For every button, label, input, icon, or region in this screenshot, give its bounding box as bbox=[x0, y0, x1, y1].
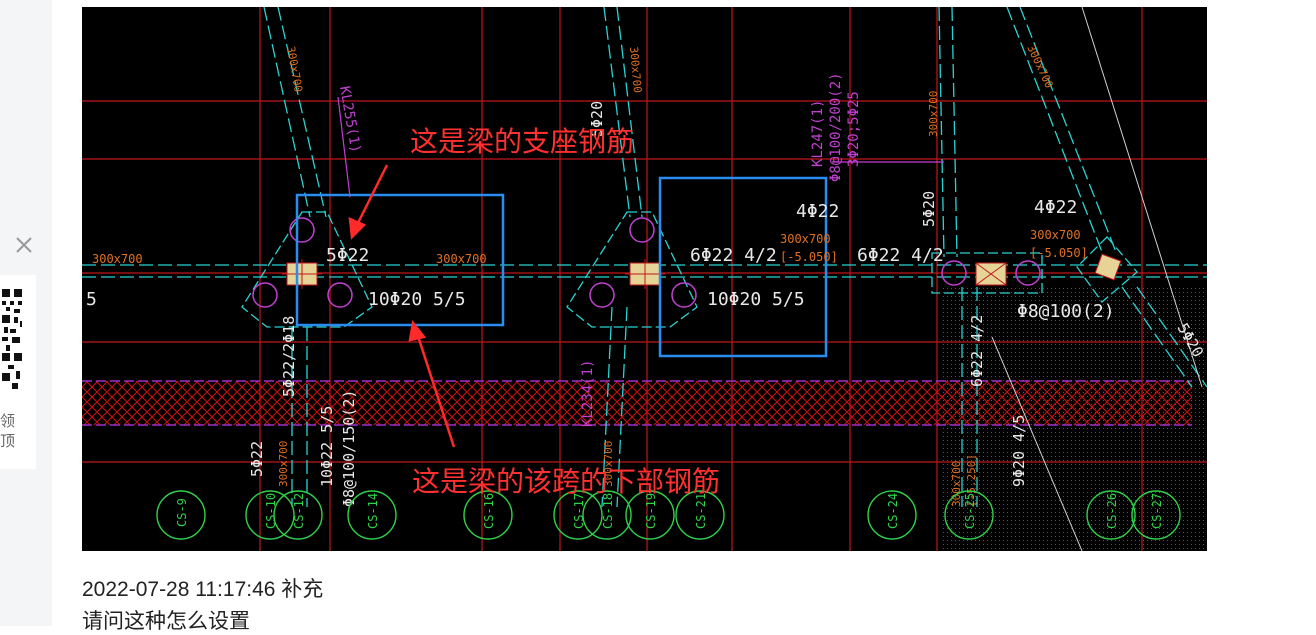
pile-label: CS-9 bbox=[175, 498, 189, 527]
pile-label: CS-26 bbox=[1105, 493, 1119, 529]
beam-label: 300x700 bbox=[436, 252, 487, 266]
vert-label: 300x700 bbox=[602, 441, 615, 487]
bar-label-stirrup-right: Φ8@100(2) bbox=[1017, 301, 1115, 322]
kl-label: KL234(1) bbox=[580, 360, 596, 427]
vert-label: 5Φ22/2Φ18 bbox=[280, 316, 298, 397]
vert-label: 5Φ20 bbox=[920, 191, 938, 227]
pile-label: CS-21 bbox=[694, 493, 708, 529]
pile-label: CS-24 bbox=[886, 493, 900, 529]
kl-label: 3Φ20;5Φ25 bbox=[846, 91, 862, 167]
qr-caption: 领 顶 bbox=[0, 413, 16, 450]
qr-card bbox=[0, 275, 36, 469]
pile-label: CS-16 bbox=[482, 493, 496, 529]
annotation-support-bars: 这是梁的支座钢筋 bbox=[410, 125, 634, 158]
pile-label: CS-14 bbox=[366, 493, 380, 529]
vert-label: 300x700 bbox=[627, 46, 644, 93]
edge-label: 5 bbox=[86, 289, 97, 310]
bar-label-bottom-mid: 10Φ20 5/5 bbox=[707, 289, 805, 310]
qr-code-icon[interactable] bbox=[0, 287, 24, 397]
vert-label: 5Φ20 bbox=[588, 101, 606, 137]
beam-label: 300x700 bbox=[780, 232, 831, 246]
beam-label: 300x700 bbox=[1030, 228, 1081, 242]
vert-label: 5Φ22 bbox=[248, 441, 266, 477]
pile-label: CS-12 bbox=[292, 493, 306, 529]
supplement-timestamp: 2022-07-28 11:17:46 补充 bbox=[82, 578, 324, 601]
kl-label: KL247(1) bbox=[810, 100, 826, 167]
bar-label-bottom-left: 10Φ20 5/5 bbox=[368, 289, 466, 310]
beam-label: 300x700 bbox=[92, 252, 143, 266]
vert-label: 9Φ20 4/5 bbox=[1010, 415, 1028, 487]
bar-label-top-right: 4Φ22 bbox=[1034, 197, 1077, 218]
vert-label: Φ8@100/150(2) bbox=[340, 390, 358, 507]
pile-label: CS-10 bbox=[264, 493, 278, 529]
cad-drawing-image[interactable]: 300x700 300x700 300x700 300x700 [-5.050]… bbox=[82, 7, 1207, 551]
bar-label-top-mid: 4Φ22 bbox=[796, 201, 839, 222]
vert-label: [-5.250] bbox=[965, 454, 978, 507]
bar-label-mid-span: 6Φ22 4/2 bbox=[690, 245, 777, 266]
pile-label: CS-18 bbox=[601, 493, 615, 529]
question-text: 请问这种怎么设置 bbox=[82, 610, 250, 633]
bar-label-top-left: 5Φ22 bbox=[326, 245, 369, 266]
vert-label: 10Φ22 5/5 bbox=[318, 406, 336, 487]
vert-label: 300x700 bbox=[927, 91, 940, 137]
pile-label: CS-19 bbox=[644, 493, 658, 529]
close-icon[interactable] bbox=[12, 233, 36, 257]
elev-label: [-5.050] bbox=[1030, 246, 1088, 260]
vert-label: 300x700 bbox=[277, 441, 290, 487]
elev-label: [-5.050] bbox=[780, 250, 838, 264]
pile-label: CS-25 bbox=[963, 493, 977, 529]
vert-label: 300x700 bbox=[1024, 43, 1055, 91]
annotation-bottom-bars: 这是梁的该跨的下部钢筋 bbox=[412, 465, 720, 498]
vert-label: 300x700 bbox=[284, 45, 305, 93]
vert-label: 300x700 bbox=[950, 461, 963, 507]
pile-label: CS-27 bbox=[1150, 493, 1164, 529]
vert-label: 6Φ22 4/2 bbox=[968, 315, 986, 387]
pile-label: CS-17 bbox=[572, 493, 586, 529]
bar-label-mid-right: 6Φ22 4/2 bbox=[857, 245, 944, 266]
kl-label: Φ8@100/200(2) bbox=[828, 72, 844, 182]
